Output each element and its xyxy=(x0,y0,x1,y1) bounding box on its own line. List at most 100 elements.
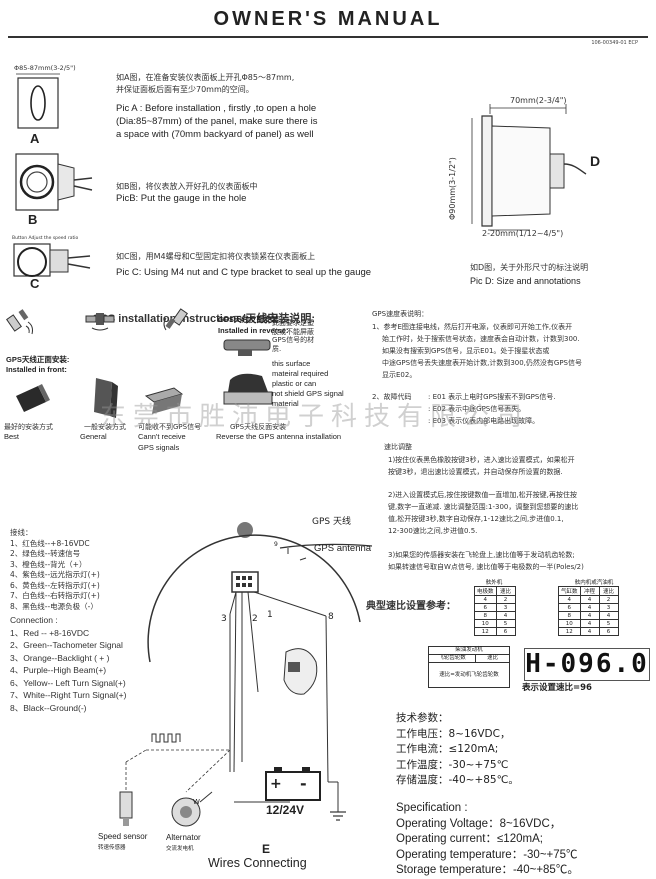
inboard-table-cell: 4 xyxy=(598,611,619,620)
ratio-ref-label: 典型速比设置参考： xyxy=(366,601,456,612)
inboard-table-cell: 4 xyxy=(579,619,600,628)
lcd-display: H-096.0 xyxy=(524,648,650,681)
satellite-icon xyxy=(85,313,115,331)
diagram-e-caption: Wires Connecting xyxy=(208,856,307,870)
speed-sensor-cn: 转速传感器 xyxy=(98,845,126,851)
gps-fault-2: : E02 表示中途GPS信号丢失。 xyxy=(428,405,526,413)
gps-best-cn: 最好的安装方式 xyxy=(4,423,53,431)
gps-reverse-note-en-5: material xyxy=(272,399,299,408)
gps-antenna-cn-label: GPS 天线 xyxy=(312,517,351,527)
wiring-en-item: 8、Black--Ground(-) xyxy=(10,702,87,713)
step-d-dim-side: Φ90mm(3-1/2") xyxy=(448,157,457,220)
flywheel-note: 速比=发动机飞轮齿轮数 xyxy=(439,672,499,678)
gps-cannot-en-2: GPS signals xyxy=(138,443,180,452)
outboard-table-cell: 5 xyxy=(495,619,516,628)
outboard-table-cell: 2 xyxy=(495,595,516,604)
battery-voltage-label: 12/24V xyxy=(266,803,305,817)
specs-cn-item: 工作电压：8~16VDC， xyxy=(396,727,511,740)
gps-fault-1: : E01 表示上电时GPS搜索不到GPS信号. xyxy=(428,393,556,401)
satellite-icon xyxy=(6,309,33,335)
gps-reverse-note-en-2: mateiral required xyxy=(272,369,329,378)
step-c-en: Pic C: Using M4 nut and C type bracket t… xyxy=(116,267,372,278)
inboard-table-cell: 8 xyxy=(558,611,581,620)
specs-cn-item: 工作温度：-30~+75℃ xyxy=(396,758,509,771)
gps-reverse-en: Reverse the GPS antenna installation xyxy=(216,432,342,441)
step-c-small-label: Button Adjust the speed ratio xyxy=(12,236,79,241)
wiring-en-item: 1、Red -- +8-16VDC xyxy=(10,627,90,638)
outboard-title: 舷外机 xyxy=(485,580,503,586)
speed-adjust-s2-3: 值,松开按键3秒,数字自动保存,1-12速比之间,步进值0.1, xyxy=(388,515,564,523)
step-a-en-3: a space with (70mm backyard of panel) as… xyxy=(116,129,314,140)
specs-en: Specification : Operating Voltage：8~16VD… xyxy=(396,801,579,879)
gps-reverse-title-en: Installed in reverse: xyxy=(218,326,289,335)
outboard-table-cell: 8 xyxy=(474,611,497,620)
step-a-en-2: (Dia:85~87mm) of the panel, make sure th… xyxy=(116,116,318,127)
gps-speed-p1-5: 显示E02。 xyxy=(382,371,417,379)
gps-reverse-title-cn: GPS天线反面安装 xyxy=(218,315,279,324)
inboard-table-cell: 10 xyxy=(558,619,581,628)
inboard-table-header-cell: 冲程 xyxy=(579,586,600,596)
step-b-cn: 如B图，将仪表放入开好孔的仪表面板中 xyxy=(116,182,258,191)
step-c-cn: 如C图，用M4螺母和C型固定扣将仪表锁紧在仪表面板上 xyxy=(116,252,316,261)
gps-fault-3: : E03 表示仪表内部电路出现故障。 xyxy=(428,417,540,425)
specs-cn-item: 存储温度：-40~+85℃。 xyxy=(396,774,519,786)
specs-cn: 技术参数： 工作电压：8~16VDC， 工作电流：≤120mA; 工作温度：-3… xyxy=(396,711,519,789)
gps-front-en: Installed in front: xyxy=(6,365,67,374)
specs-en-heading: Specification : xyxy=(396,802,468,814)
step-a-cn-2: 并保证面板后面有至少70mm的空间。 xyxy=(116,85,254,94)
flywheel-header-row: 飞轮齿轮数 速比 xyxy=(429,655,509,663)
speed-adjust-s3-1: 3)如果您的传感器安装在飞轮盘上,速比值等于发动机齿轮数; xyxy=(388,551,575,559)
gps-general-en: General xyxy=(80,432,107,441)
gps-reverse-note-en-3: plastic or can xyxy=(272,379,317,388)
outboard-table-cell: 10 xyxy=(474,619,497,628)
specs-en-item: Operating temperature：-30~+75℃ xyxy=(396,848,578,861)
speed-adjust-s1-1: 1)按住仪表黑色橡胶按键3秒，进入速比设置模式，如果松开 xyxy=(388,456,575,464)
wiring-en-item: 2、Green--Tachometer Signal xyxy=(10,640,123,650)
inboard-table-header-row: 气缸数冲程速比 xyxy=(558,586,619,596)
inboard-table-header-cell: 气缸数 xyxy=(558,586,581,596)
outboard-table-cell: 6 xyxy=(495,627,516,636)
alternator-en: Alternator xyxy=(166,833,201,842)
gps-speed-heading: GPS速度表说明： xyxy=(372,310,429,318)
gps-speed-p1-4: 中途GPS信号丢失速度表开始计数,计数到300,仍然没有GPS信号 xyxy=(382,359,582,367)
diagram-e-letter: E xyxy=(262,842,271,856)
gps-install-title: GPS installation instructions/天线安装说明: xyxy=(92,313,316,325)
speed-adjust-s2-1: 2)进入设置模式后,按住按键数值一直增加,松开按键,再按住按 xyxy=(388,491,577,499)
flywheel-title: 柴油发动机 xyxy=(429,647,509,655)
gps-antenna-general-icon xyxy=(94,378,118,418)
wire-8-label: 8 xyxy=(328,612,334,622)
gps-cannot-en-1: Cann't receive xyxy=(138,432,186,441)
gps-speed-p1-3: 如果没有搜索到GPS信号，显示E01。处于搜星状态或 xyxy=(382,347,550,355)
wiring-en-item: 6、Yellow-- Left Turn Signal(+) xyxy=(10,677,126,688)
specs-cn-heading: 技术参数： xyxy=(396,712,449,724)
inboard-table-cell: 2 xyxy=(598,595,619,604)
page-title: OWNER'S MANUAL xyxy=(213,8,443,30)
specs-en-item: Operating current：≤120mA; xyxy=(396,833,543,845)
gps-reverse-note-cn: 此面要求是塑胶或不能屏蔽GPS信号的材质. xyxy=(272,319,315,353)
wiring-cn-item: 1、红色线--+8-16VDC xyxy=(10,538,90,548)
wiring-cn-list: 接线： 1、红色线--+8-16VDC 2、绿色线--转速信号 3、橙色线--背… xyxy=(10,528,100,612)
wiring-cn-item: 3、橙色线--背光（+） xyxy=(10,559,87,569)
step-b-en: PicB: Put the gauge in the hole xyxy=(116,193,247,204)
speed-sensor-en: Speed sensor xyxy=(98,832,148,841)
specs-cn-item: 工作电流：≤120mA; xyxy=(396,743,499,755)
inboard-table-cell: 6 xyxy=(558,603,581,612)
watermark-company: 东莞市胜沛电子科技有限公司 xyxy=(100,402,530,432)
gps-antenna-en-label: GPS antenna xyxy=(314,543,372,554)
gps-reverse-note-en-1: this surface xyxy=(272,359,311,368)
gps-front-cn: GPS天线正面安装: xyxy=(6,355,70,364)
wiring-diagram xyxy=(119,522,373,827)
step-d-size-drawing xyxy=(471,104,587,231)
step-b-gauge-drawing xyxy=(15,153,93,211)
wiring-cn-item: 4、紫色线--远光指示灯(+) xyxy=(10,570,100,579)
wiring-cn-item: 8、黑色线--电源负极（-） xyxy=(10,601,98,611)
specs-en-item: Storage temperature：-40~+85℃。 xyxy=(396,864,579,876)
battery-plus: + xyxy=(270,776,282,792)
inboard-table-cell: 4 xyxy=(579,595,600,604)
step-b-letter: B xyxy=(28,212,38,227)
